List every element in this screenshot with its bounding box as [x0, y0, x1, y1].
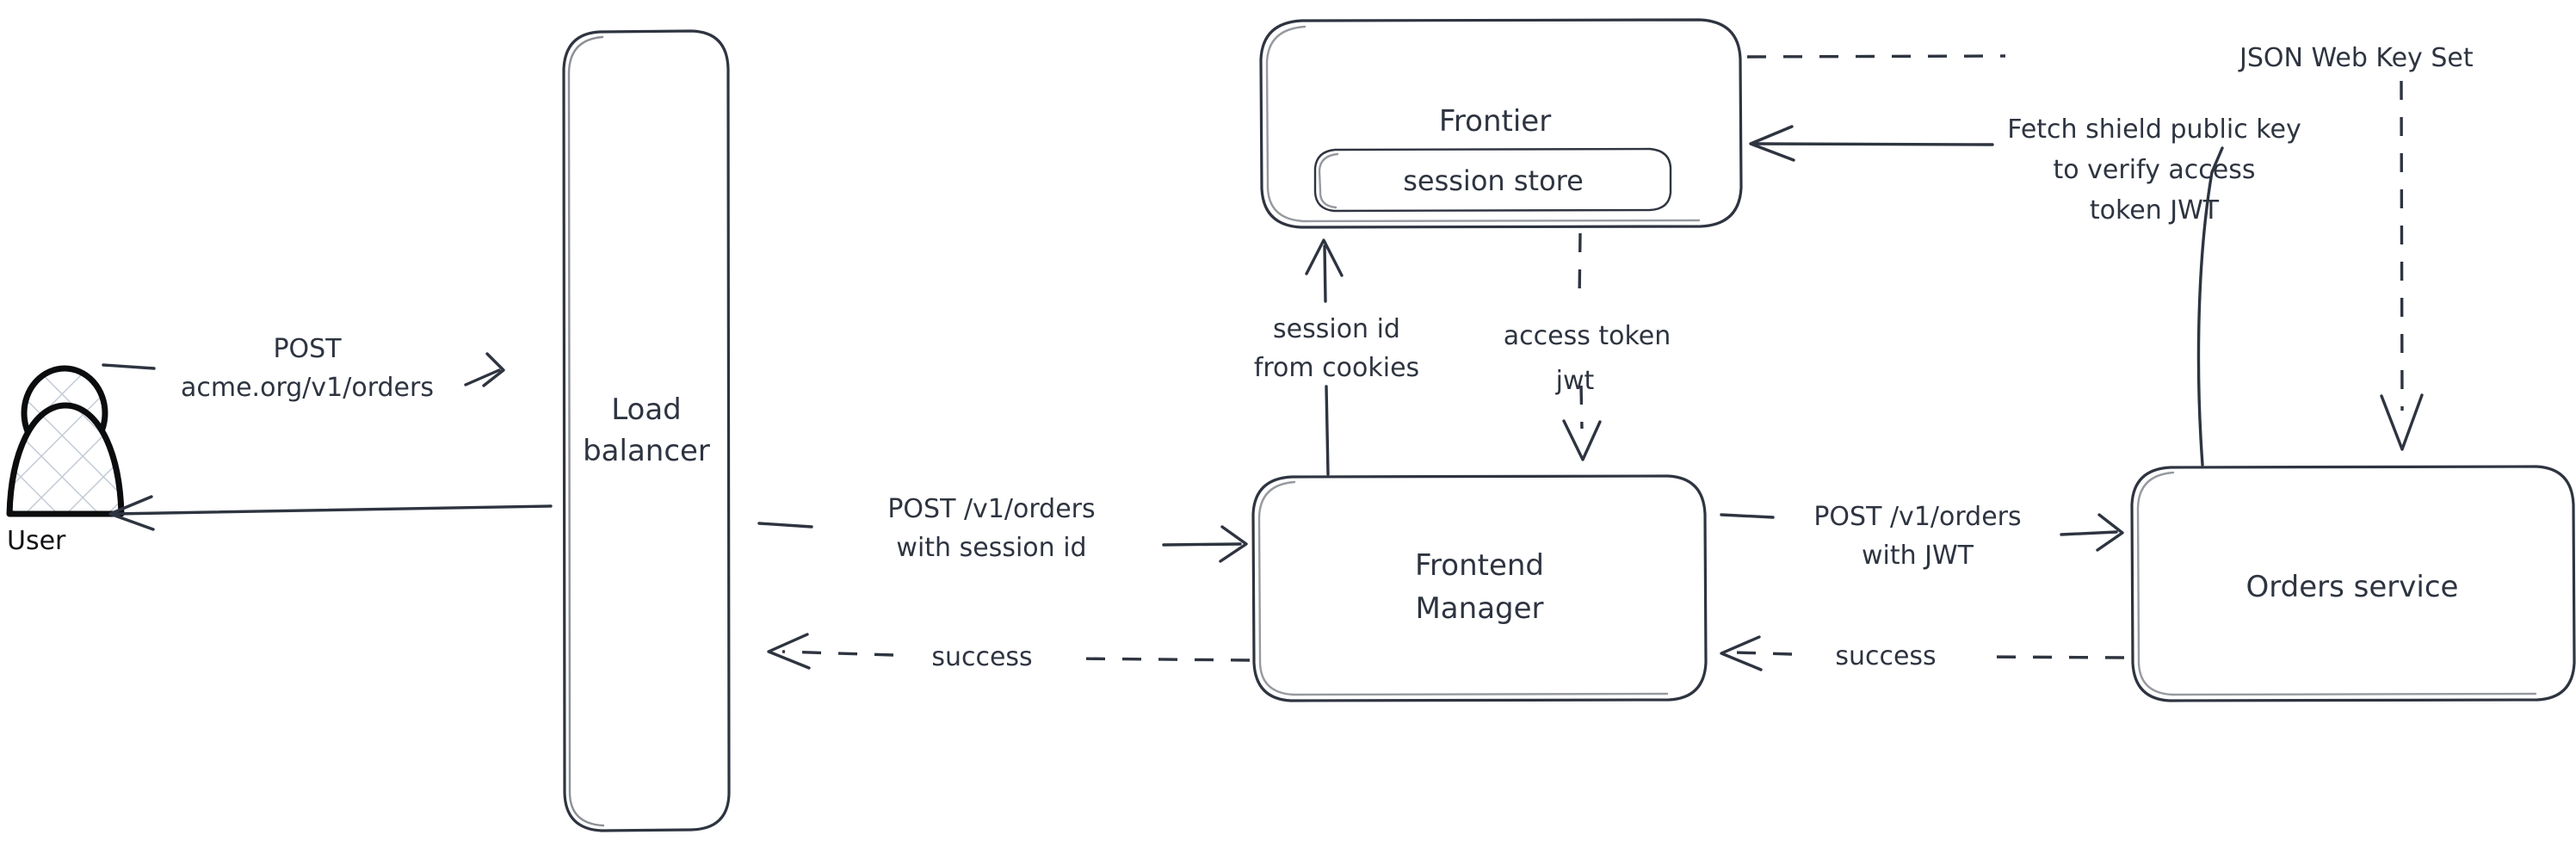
- node-user[interactable]: [6, 365, 125, 517]
- frontend-manager-sketch-stroke: [1257, 480, 1669, 696]
- edge-frontier-to-orders[interactable]: [1746, 54, 2424, 451]
- node-frontier-label: Frontier: [1439, 104, 1551, 139]
- edge-fm-to-frontier-label-line1: session id: [1273, 314, 1400, 344]
- edge-lb-to-fm-arrowhead: [1219, 525, 1248, 563]
- edge-fm-to-orders-stub: [1720, 513, 1775, 519]
- frontier-sketch-stroke: [1265, 25, 1701, 223]
- node-session-store[interactable]: [1313, 147, 1672, 213]
- edge-frontier-to-orders-line-horizontal: [1746, 54, 2006, 59]
- edge-user-to-lb-stub: [102, 363, 156, 370]
- orders-service-sketch-stroke: [2136, 471, 2537, 696]
- load-balancer-shape: [562, 29, 731, 832]
- session-store-sketch-stroke: [1318, 152, 1339, 209]
- frontend-manager-shape: [1251, 474, 1708, 702]
- edge-frontier-to-orders-line-vertical: [2400, 80, 2404, 411]
- node-frontend-manager-label-line1: Frontend: [1415, 548, 1544, 583]
- load-balancer-sketch-stroke: [567, 35, 605, 827]
- edge-fm-to-orders[interactable]: [1720, 513, 2124, 552]
- edge-fm-to-lb-line-left: [781, 650, 894, 657]
- edge-fm-to-orders-label-line2: with JWT: [1862, 541, 1974, 571]
- edge-orders-to-fm-arrowhead: [1720, 635, 1763, 671]
- edge-frontier-to-fm-line-upper: [1578, 232, 1582, 301]
- edge-orders-to-fm-line-right: [1979, 655, 2125, 659]
- user-body-icon: [6, 402, 125, 517]
- node-load-balancer[interactable]: [562, 29, 731, 832]
- edge-fm-to-frontier[interactable]: [1305, 238, 1344, 476]
- node-frontier[interactable]: [1259, 18, 1743, 229]
- edge-user-to-lb-label-line1: POST: [273, 334, 342, 364]
- edge-fm-to-lb-line-right: [1069, 657, 1251, 662]
- edge-user-to-lb-line: [464, 368, 501, 386]
- edge-fm-to-frontier-line-lower: [1325, 385, 1330, 476]
- edge-fm-to-orders-arrowhead: [2096, 513, 2124, 552]
- orders-service-shape: [2130, 465, 2576, 702]
- node-load-balancer-label-line1: Load: [611, 393, 682, 427]
- edge-frontier-to-fm-line-lower: [1579, 385, 1584, 430]
- session-store-shape: [1313, 147, 1672, 213]
- edge-lb-to-fm-stub: [757, 522, 813, 529]
- edge-fm-to-frontier-arrowhead: [1305, 238, 1344, 277]
- edge-fm-to-lb-label: success: [931, 642, 1032, 672]
- frontier-shape: [1259, 18, 1743, 229]
- edge-frontier-to-orders-label: JSON Web Key Set: [2238, 43, 2474, 73]
- edge-fm-to-lb-arrowhead: [767, 633, 811, 670]
- edge-lb-to-frontend-manager[interactable]: [757, 522, 1248, 563]
- edge-frontier-to-fm-label-line1: access token: [1504, 321, 1671, 351]
- node-orders-service-label: Orders service: [2246, 570, 2459, 604]
- edge-orders-to-fm-label: success: [1835, 641, 1936, 671]
- edge-user-to-lb-label-line2: acme.org/v1/orders: [181, 373, 434, 403]
- edge-orders-to-frontier-arrowhead: [1749, 125, 1795, 162]
- edge-frontier-to-fm-arrowhead: [1562, 419, 1602, 461]
- edge-fm-to-orders-line: [2060, 530, 2118, 536]
- edge-orders-to-frontier-line: [1754, 142, 1994, 146]
- node-user-label: User: [7, 526, 66, 556]
- edge-orders-to-frontier-curve: [2196, 146, 2224, 467]
- edge-user-to-lb-arrowhead: [482, 352, 505, 387]
- user-body-fill: [10, 406, 120, 514]
- edge-frontier-to-orders-arrowhead: [2380, 393, 2424, 451]
- edge-orders-to-frontier[interactable]: [1749, 125, 2224, 467]
- edge-fm-to-frontier-label-line2: from cookies: [1254, 353, 1419, 383]
- edge-fm-to-lb-success[interactable]: [767, 633, 1251, 670]
- edge-lb-to-user-line: [113, 504, 553, 516]
- edge-user-to-load-balancer[interactable]: [102, 352, 505, 387]
- node-load-balancer-label-line2: balancer: [583, 434, 710, 468]
- edge-lb-to-fm-line: [1162, 542, 1242, 547]
- edge-lb-to-user[interactable]: [108, 495, 553, 531]
- edge-orders-to-frontier-label-line3: token JWT: [2090, 195, 2220, 226]
- edge-lb-to-fm-label-line2: with session id: [896, 533, 1086, 563]
- edge-frontier-to-fm[interactable]: [1562, 232, 1602, 461]
- edge-lb-to-fm-label-line1: POST /v1/orders: [887, 494, 1095, 524]
- edge-orders-to-frontier-label-line2: to verify access: [2054, 155, 2256, 185]
- edge-fm-to-orders-label-line1: POST /v1/orders: [1813, 502, 2021, 532]
- node-frontend-manager-label-line2: Manager: [1415, 591, 1543, 626]
- node-frontend-manager[interactable]: [1251, 474, 1708, 702]
- edge-orders-to-frontier-label-line1: Fetch shield public key: [2007, 114, 2301, 145]
- node-orders-service[interactable]: [2130, 465, 2576, 702]
- edge-orders-to-fm-line-left: [1734, 651, 1793, 656]
- edge-frontier-to-fm-label-line2: jwt: [1555, 366, 1595, 396]
- node-session-store-label: session store: [1403, 164, 1584, 197]
- edge-lb-to-user-arrowhead: [108, 495, 155, 531]
- edge-orders-to-fm-success[interactable]: [1720, 635, 2125, 671]
